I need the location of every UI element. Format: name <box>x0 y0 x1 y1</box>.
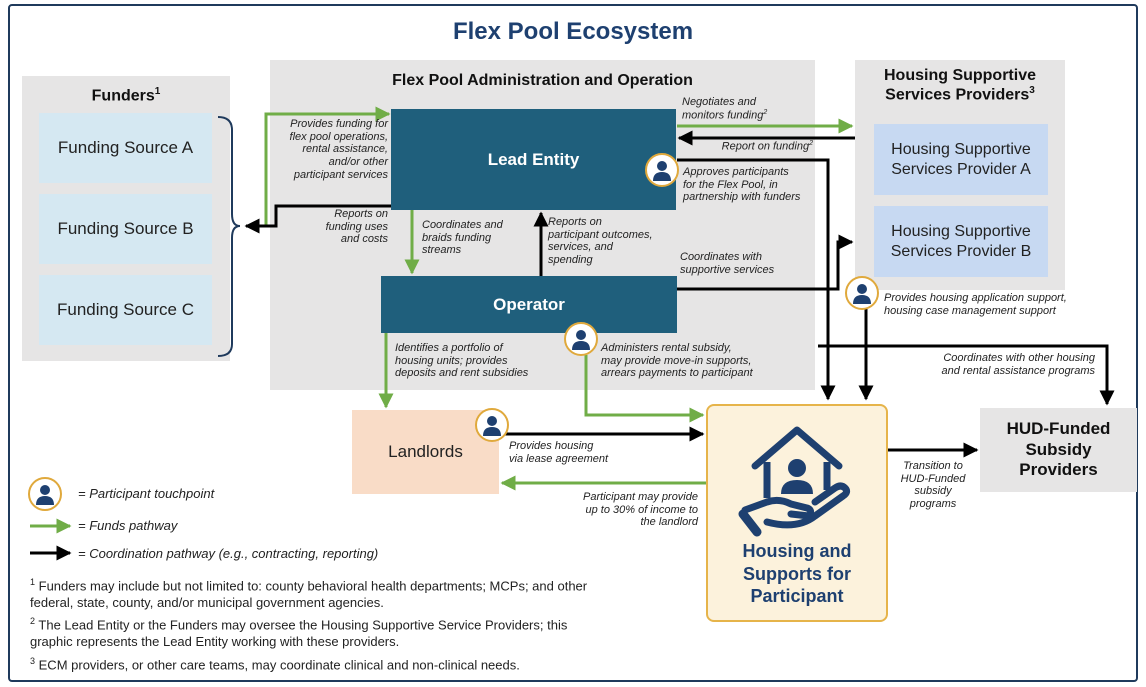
footnote-2: 2 The Lead Entity or the Funders may ove… <box>30 616 568 650</box>
operator-box: Operator <box>381 276 677 333</box>
hssp-a-line1: Housing Supportive <box>891 141 1031 159</box>
person-icon <box>36 485 54 505</box>
note-housing-application: Provides housing application support,hou… <box>884 292 1067 317</box>
housing-line1: Housing and <box>742 541 852 561</box>
legend-funds-label: = Funds pathway <box>78 518 178 533</box>
legend-touchpoint-label: = Participant touchpoint <box>78 486 215 501</box>
hssp-b-line2: Services Provider B <box>890 242 1032 260</box>
lead-entity-box: Lead Entity <box>391 109 676 210</box>
hssp-title-line1: Housing Supportive <box>884 67 1036 84</box>
hssp-title-line2: Services Providers <box>885 86 1030 104</box>
funding-source-a: Funding Source A <box>39 113 212 183</box>
person-icon <box>572 330 590 350</box>
funders-title-text: Funders <box>91 87 155 105</box>
legend-touchpoint-icon <box>28 477 62 511</box>
housing-line2: Supports for <box>743 563 851 584</box>
person-icon <box>483 416 501 436</box>
touchpoint-hssp <box>845 276 879 310</box>
landlords-box: Landlords <box>352 410 499 494</box>
hud-line2: Subsidy <box>1025 439 1092 459</box>
person-icon <box>853 284 871 304</box>
hud-line1: HUD-Funded <box>1006 419 1111 439</box>
note-administers: Administers rental subsidy,may provide m… <box>601 342 753 380</box>
diagram-title: Flex Pool Ecosystem <box>452 18 694 45</box>
housing-line3: Participant <box>750 586 844 606</box>
admin-title: Flex Pool Administration and Operation <box>392 72 693 89</box>
house-hand-icon <box>738 426 851 537</box>
touchpoint-landlords <box>475 408 509 442</box>
funders-sup: 1 <box>154 86 161 97</box>
note-report-on-funding: Report on funding2 <box>721 140 813 153</box>
hud-line3: Providers <box>1019 460 1098 480</box>
footnote-1: 1 Funders may include but not limited to… <box>30 577 588 611</box>
hssp-sup: 3 <box>1029 85 1035 97</box>
touchpoint-operator <box>564 322 598 356</box>
funding-source-b: Funding Source B <box>39 194 212 264</box>
housing-label: Housing and Supports for Participant <box>708 540 886 608</box>
footnote-3: 3 ECM providers, or other care teams, ma… <box>30 656 520 673</box>
funders-title: Funders1 <box>22 86 230 105</box>
person-icon <box>653 161 671 181</box>
housing-supports-box: Housing and Supports for Participant <box>706 404 888 622</box>
hssp-b-line1: Housing Supportive <box>891 223 1031 241</box>
legend-coordination-label: = Coordination pathway (e.g., contractin… <box>78 546 379 561</box>
hssp-title: Housing Supportive Services Providers3 <box>855 66 1065 105</box>
touchpoint-lead-entity <box>645 153 679 187</box>
diagram-frame <box>8 4 1138 682</box>
funding-source-c: Funding Source C <box>39 275 212 345</box>
hssp-a-line2: Services Provider A <box>891 160 1031 178</box>
